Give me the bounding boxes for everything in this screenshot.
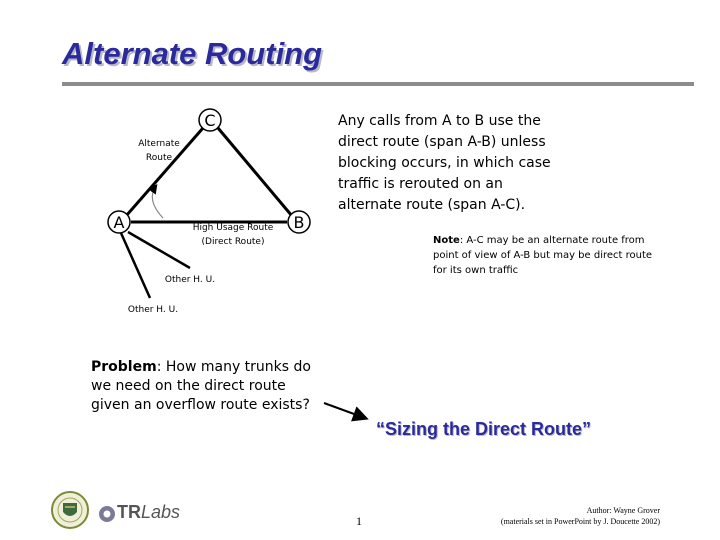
edge-other-2 xyxy=(119,232,152,299)
label-direct-route: (Direct Route) xyxy=(201,237,265,247)
label-alternate: Alternate xyxy=(138,139,180,149)
problem-arrow xyxy=(323,402,369,422)
label-other-hu-2: Other H. U. xyxy=(127,305,179,315)
logo-labs: Labs xyxy=(141,502,181,522)
note-body: : A-C may be an alternate route from poi… xyxy=(433,235,653,276)
label-other-hu-1: Other H. U. xyxy=(164,275,216,285)
edge-other-1 xyxy=(127,230,191,270)
note-text: Note: A-C may be an alternate route from… xyxy=(433,233,663,278)
node-c: C xyxy=(198,108,222,132)
problem-label: Problem xyxy=(91,359,157,375)
node-a: A xyxy=(107,210,131,234)
edge-c-b xyxy=(216,127,294,217)
overflow-arrow xyxy=(147,184,164,219)
university-seal-logo xyxy=(51,491,89,529)
edge-a-c xyxy=(124,127,205,217)
label-high-usage: High Usage Route xyxy=(192,223,274,233)
trlabs-logo-icon xyxy=(99,506,115,522)
sizing-heading: “Sizing the Direct Route” xyxy=(376,419,592,439)
page-number: 1 xyxy=(356,514,362,528)
problem-text: Problem: How many trunks do we need on t… xyxy=(91,358,326,415)
node-c-label: C xyxy=(204,111,215,130)
title-divider xyxy=(62,82,694,86)
author-name: Author: Wayne Grover xyxy=(586,506,660,515)
logo-tr: TR xyxy=(117,502,141,522)
label-route: Route xyxy=(145,153,173,163)
trlabs-logo-text: TRLabs xyxy=(117,502,180,523)
description-text: Any calls from A to B use the direct rou… xyxy=(338,113,551,213)
page-title: Alternate Routing xyxy=(62,36,323,71)
node-b: B xyxy=(287,210,311,234)
materials-credit: (materials set in PowerPoint by J. Douce… xyxy=(500,517,660,526)
node-a-label: A xyxy=(114,213,125,232)
node-b-label: B xyxy=(294,213,305,232)
problem-body: : How many trunks do we need on the dire… xyxy=(91,359,311,413)
author-credit: Author: Wayne Grover (materials set in P… xyxy=(501,505,660,527)
note-label: Note xyxy=(433,235,460,246)
